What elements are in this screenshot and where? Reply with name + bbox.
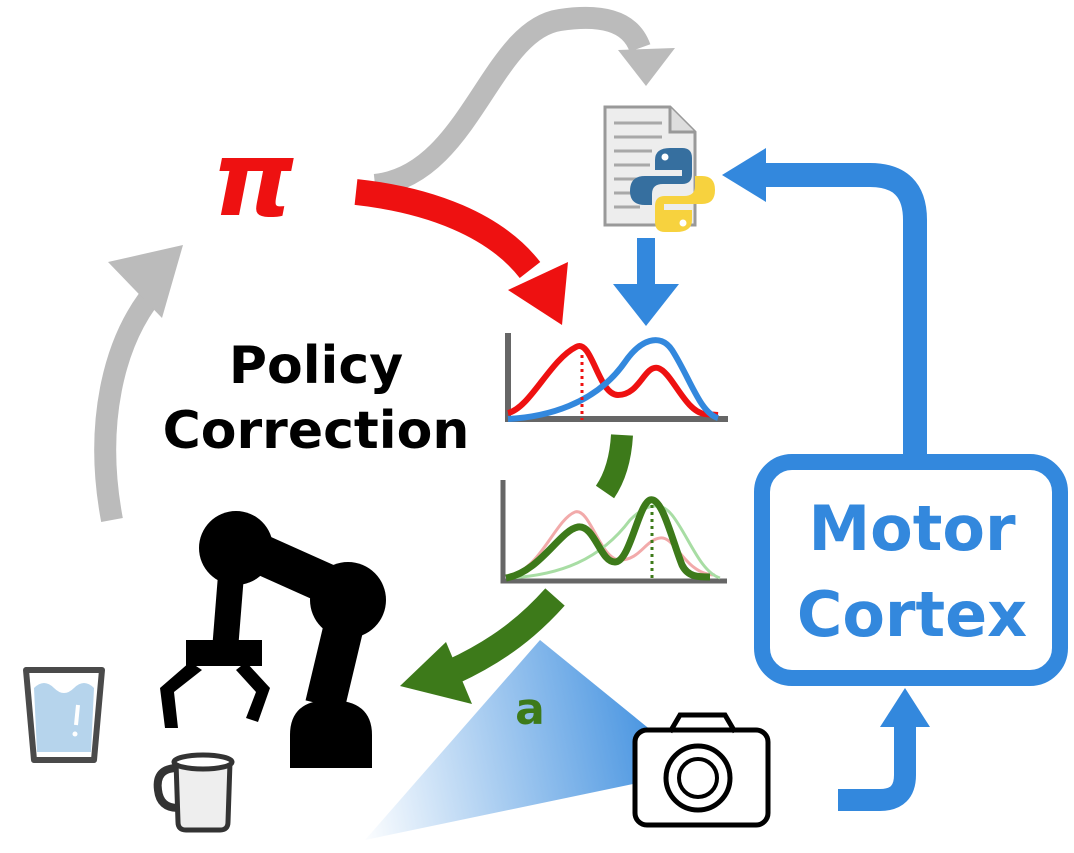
motor-cortex-box <box>754 454 1068 686</box>
corrected-distribution-plot <box>500 480 727 584</box>
water-glass-icon <box>23 667 105 763</box>
blue-arrow-script-to-distribution <box>613 238 679 326</box>
motor-cortex-label-line2: Cortex <box>797 578 1027 651</box>
gray-arrow-robot-to-pi <box>94 245 183 523</box>
pi-symbol: π <box>212 118 294 240</box>
combined-distribution-plot <box>505 333 728 422</box>
motor-cortex-label-line1: Motor <box>808 492 1016 565</box>
camera-icon <box>632 712 771 828</box>
action-label: a <box>515 684 545 735</box>
mug-icon <box>153 752 235 833</box>
python-script-icon <box>603 105 715 232</box>
camera-view-beam <box>365 640 700 840</box>
robot-arm-icon <box>160 511 386 768</box>
green-arrow-combine <box>595 434 633 499</box>
gray-arrow-pi-to-script <box>373 6 675 196</box>
blue-arrow-camera-to-cortex <box>838 688 930 811</box>
policy-label-line2: Correction <box>163 401 470 461</box>
red-arrow-pi-to-distribution <box>354 179 568 325</box>
green-arrow-to-robot <box>400 588 565 704</box>
blue-arrow-cortex-to-script <box>722 148 927 460</box>
policy-label-line1: Policy <box>229 336 403 396</box>
